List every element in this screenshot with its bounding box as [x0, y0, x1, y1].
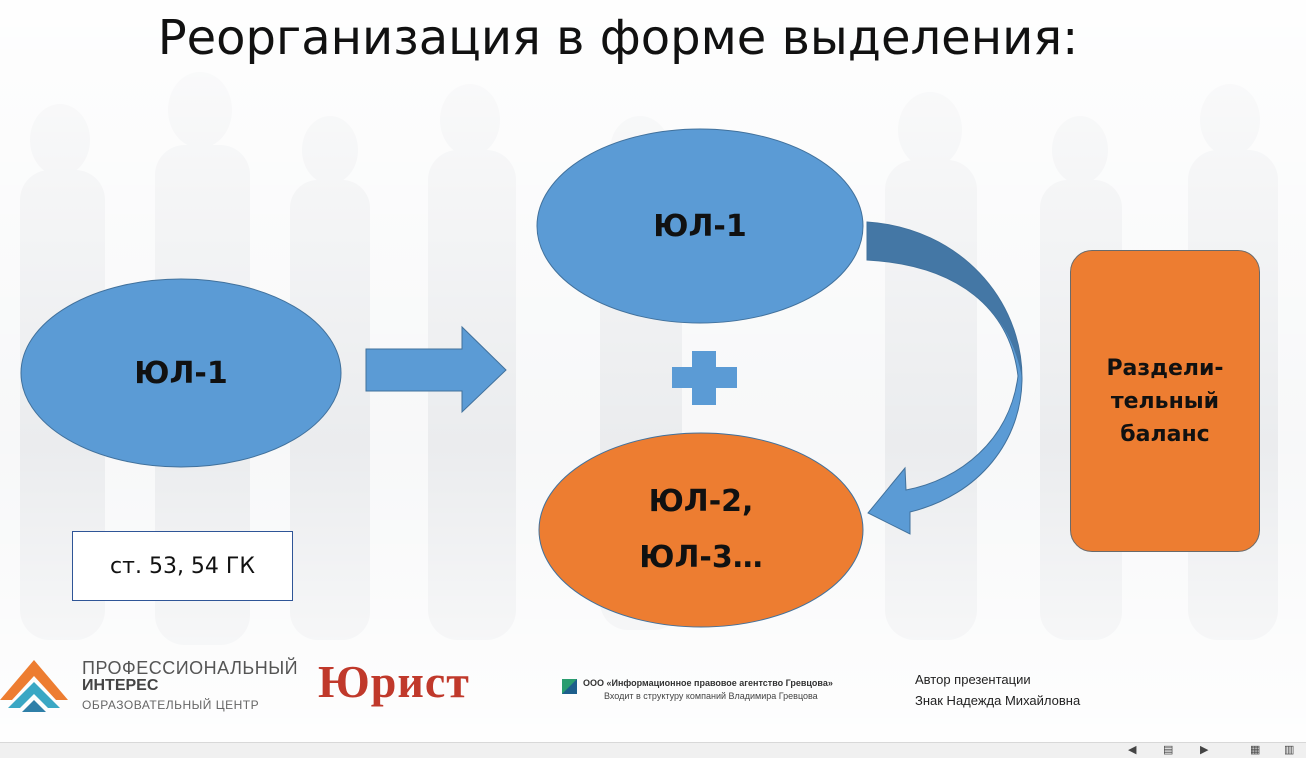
remaining-entity-ellipse: [536, 128, 864, 324]
grid-view-icon[interactable]: ▥: [1284, 744, 1295, 756]
presentation-toolbar: [0, 742, 1306, 758]
logo3-line2: Входит в структуру компаний Владимира Гр…: [604, 691, 818, 701]
slide-view-icon[interactable]: ▦: [1250, 744, 1261, 756]
new-entities-ellipse: [538, 432, 864, 628]
source-entity-ellipse: [20, 278, 342, 468]
logo1-line2: ИНТЕРЕС: [82, 677, 159, 694]
plus-icon: [672, 351, 737, 405]
yurist-logo: Юрист: [318, 656, 470, 707]
new-entities-line2: ЮЛ-3…: [639, 540, 763, 575]
new-entities-label: ЮЛ-2, ЮЛ-3…: [539, 433, 863, 627]
professional-interest-logo-icon: [0, 660, 68, 712]
balance-line1: Раздели-: [1106, 355, 1224, 381]
logo3-line1: ООО «Информационное правовое агентство Г…: [583, 678, 833, 688]
grevtsov-logo-icon: [562, 679, 577, 694]
logo1-line3: ОБРАЗОВАТЕЛЬНЫЙ ЦЕНТР: [82, 698, 260, 712]
author-name: Знак Надежда Михайловна: [915, 693, 1081, 708]
remaining-entity-label: ЮЛ-1: [653, 208, 747, 244]
notes-icon[interactable]: ▤: [1163, 744, 1174, 756]
slide-title: Реорганизация в форме выделения:: [157, 10, 1079, 66]
legal-reference-box: ст. 53, 54 ГК: [72, 531, 293, 601]
separation-balance-box: Раздели- тельный баланс: [1070, 250, 1260, 552]
new-entities-line1: ЮЛ-2,: [648, 484, 754, 519]
source-entity-label: ЮЛ-1: [134, 355, 228, 391]
previous-slide-icon[interactable]: ◀: [1128, 744, 1137, 756]
author-label: Автор презентации: [915, 672, 1031, 687]
balance-line3: баланс: [1120, 421, 1210, 447]
logo1-line1: ПРОФЕССИОНАЛЬНЫЙ: [82, 658, 299, 678]
next-slide-icon[interactable]: ▶: [1200, 744, 1209, 756]
balance-line2: тельный: [1110, 388, 1220, 414]
curved-arrow-shadow: [867, 222, 1022, 378]
reorganization-arrow: [365, 325, 507, 414]
